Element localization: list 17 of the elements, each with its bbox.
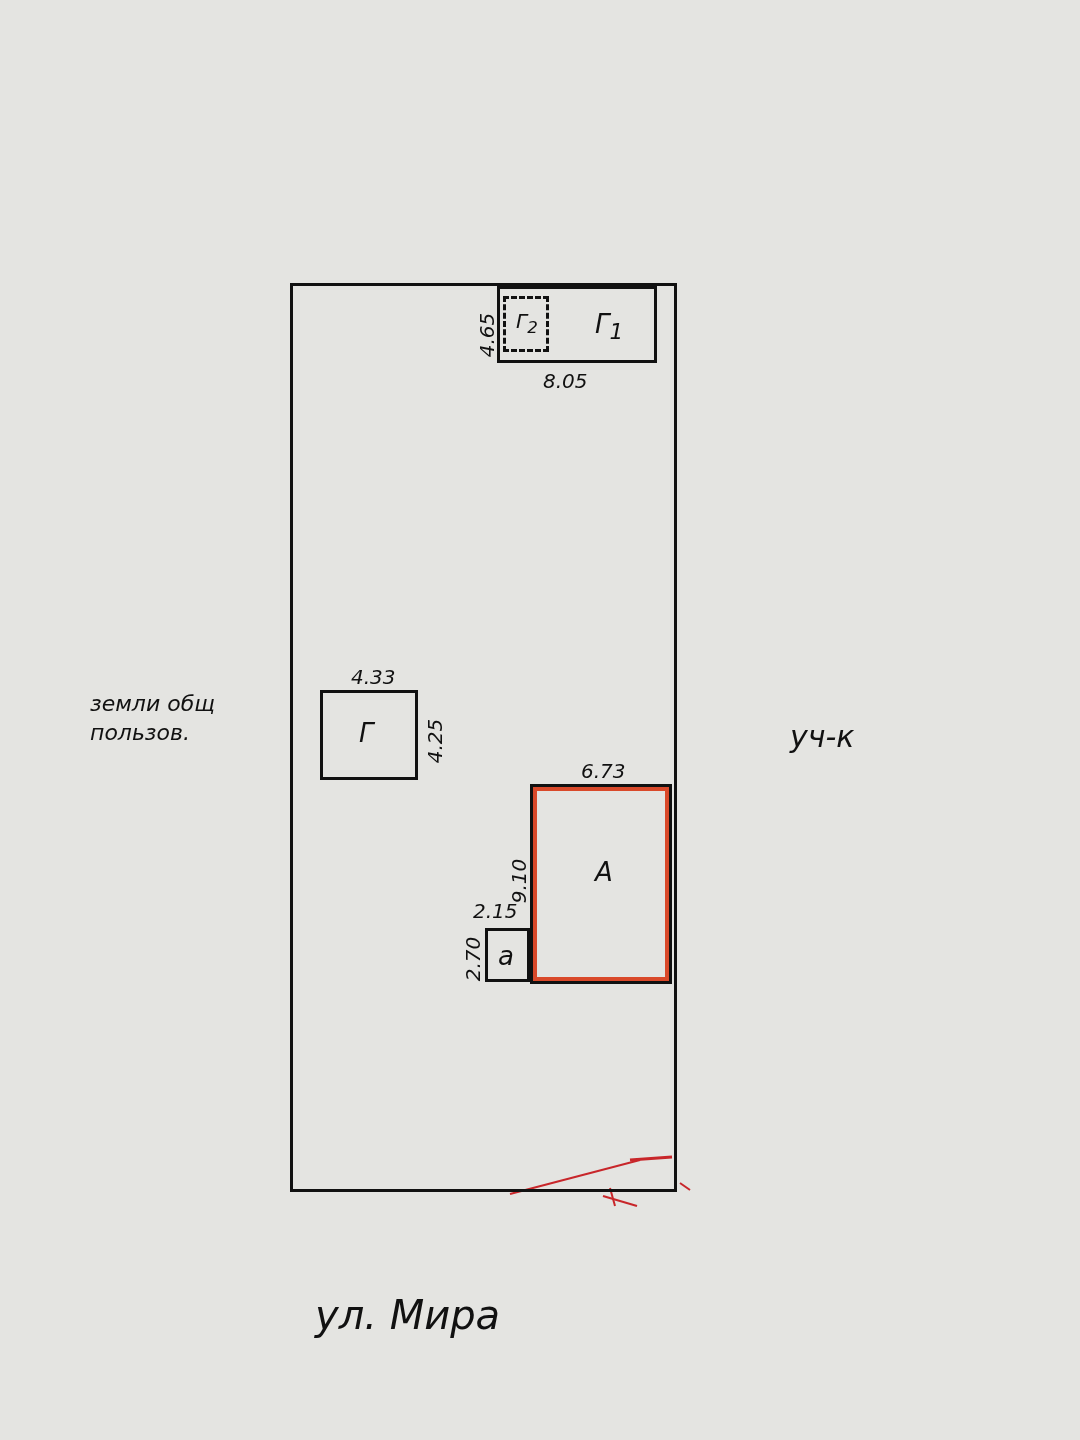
- neighbour-label: земли общ пользов.: [90, 690, 216, 747]
- building-letter: А: [595, 857, 613, 887]
- shed-outline: [503, 296, 549, 352]
- dimension-label: 4.65: [477, 312, 498, 358]
- dimension-label: 6.73: [581, 761, 626, 781]
- dimension-label: 4.25: [425, 718, 446, 764]
- building-letter: Г$_{2}$: [516, 309, 538, 337]
- neighbour-label: уч-к: [790, 722, 855, 752]
- dimension-label: 8.05: [543, 371, 588, 391]
- dimension-label: 2.70: [463, 936, 484, 982]
- dimension-label: 4.33: [351, 667, 396, 687]
- land-plot-outline: [290, 283, 677, 1192]
- building-letter: а: [498, 941, 514, 971]
- building-letter: Г$_{1}$: [595, 309, 624, 345]
- building-letter: Г: [359, 718, 374, 748]
- dimension-label: 2.15: [473, 901, 518, 921]
- dimension-label: 9.10: [509, 858, 530, 904]
